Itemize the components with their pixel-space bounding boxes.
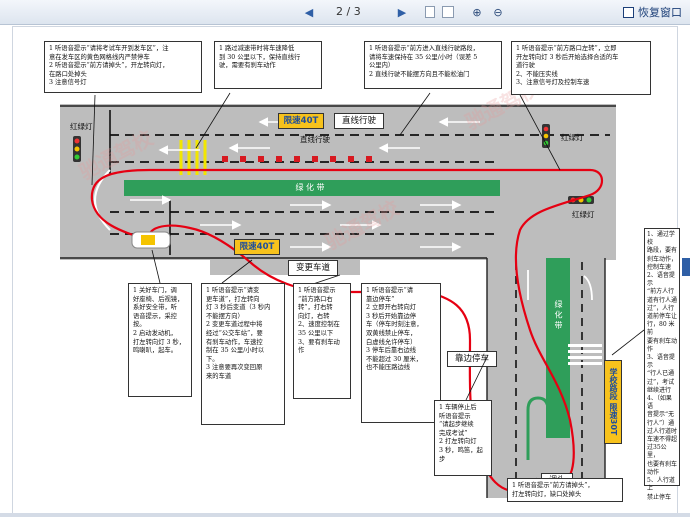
speed-limit-sign-top: 限速40T [278, 113, 324, 129]
prev-page-icon[interactable]: ◀ [304, 5, 314, 19]
note-departure: 1 听语音提示“请将考试车开到发车区”，注 意在发车区的黄色网格线内严禁停车 2… [44, 41, 202, 93]
note-change-lane: 1 听语音提示“请变 更车道”，打左转向 灯 3 秒后变道（3 秒内 不能摆方向… [201, 283, 285, 425]
traffic-light-label-left: 红绿灯 [70, 122, 93, 131]
traffic-light-left [73, 136, 81, 162]
note-pull-over: 1 听语音提示“请 靠边停车” 2 立即开右转向灯 3 秒后开始靠边停 车（停车… [361, 283, 441, 423]
green-belt-horizontal [124, 180, 500, 196]
single-page-icon[interactable] [424, 4, 436, 20]
page-current: 2 [336, 5, 343, 18]
speed-limit-sign-left: 限速40T [234, 239, 280, 255]
viewer-toolbar: ◀ 2 / 3 ▶ ⊕ ⊖ 恢复窗口 [0, 0, 690, 25]
traffic-light-right [568, 196, 594, 204]
straight-drive-sign: 直线行驶 [334, 113, 384, 129]
note-right-turn: 1 听语音提示 “前方路口右 转”，打右转 向灯，右转 2、速度控制在 35 公… [293, 283, 351, 399]
restore-window-label: 恢复窗口 [638, 6, 682, 19]
note-u-turn: 1 听语音提示“前方请掉头”， 打左转向灯，缺口处掉头 [507, 478, 623, 502]
two-page-icon[interactable] [441, 4, 455, 20]
pull-over-sign: 靠边停车 [447, 351, 497, 367]
green-belt-horizontal-label: 绿 化 带 [295, 183, 325, 192]
next-page-side-arrow-icon[interactable] [682, 258, 690, 276]
note-start-car: 1 关好车门，调 好座椅、后视镜， 系好安全带，听 语音提示，采控 按。 2 启… [128, 283, 192, 397]
lane-change-sign: 变更车道 [288, 260, 338, 276]
bottom-scrollbar[interactable] [0, 513, 690, 517]
note-restart: 1 车辆停止后 听语音提示 “请起步继续 完成考试” 2 打左转向灯 3 秒，鸣… [434, 400, 492, 476]
test-car [131, 231, 171, 249]
note-speed-bump: 1 路过减速带时将车速降低 到 30 公里以下，保持直线行 驶，需要有刹车动作 [214, 41, 322, 89]
note-straight-driving: 1 听语音提示“前方进入直线行驶路段， 请将车速保持在 35 公里/小时（误差 … [364, 41, 502, 89]
page-separator: / [346, 5, 351, 18]
page-indicator: 2 / 3 [336, 5, 361, 18]
next-page-icon[interactable]: ▶ [397, 5, 407, 19]
crosswalk [568, 344, 602, 365]
school-zone-sign: 学校路段 限速30T [604, 360, 622, 444]
green-belt-vertical-label: 绿 化 带 [554, 300, 563, 330]
cone-markers [222, 156, 372, 162]
straight-road-label: 直线行驶 [300, 135, 330, 144]
zoom-in-icon[interactable]: ⊕ [472, 5, 482, 19]
traffic-light-label-right: 红绿灯 [572, 210, 595, 219]
traffic-light-label-top-right: 红绿灯 [561, 133, 584, 142]
u-turn-arrow [526, 396, 550, 460]
zoom-out-icon[interactable]: ⊖ [493, 5, 503, 19]
note-left-turn: 1 听语音提示“前方路口左转”，立即 开左转向灯 3 秒后开始选择合适的车 道行… [511, 41, 651, 95]
test-route [90, 168, 604, 494]
restore-window-button[interactable]: 恢复窗口 [623, 4, 682, 20]
note-school-zone: 1、通过学校 路段，要有 刹车动作， 控制车速 2、语音提示 “前方人行 道有行… [644, 228, 680, 501]
page-total: 3 [353, 5, 361, 18]
traffic-light-top-right [542, 124, 550, 148]
restore-window-icon [623, 6, 634, 18]
